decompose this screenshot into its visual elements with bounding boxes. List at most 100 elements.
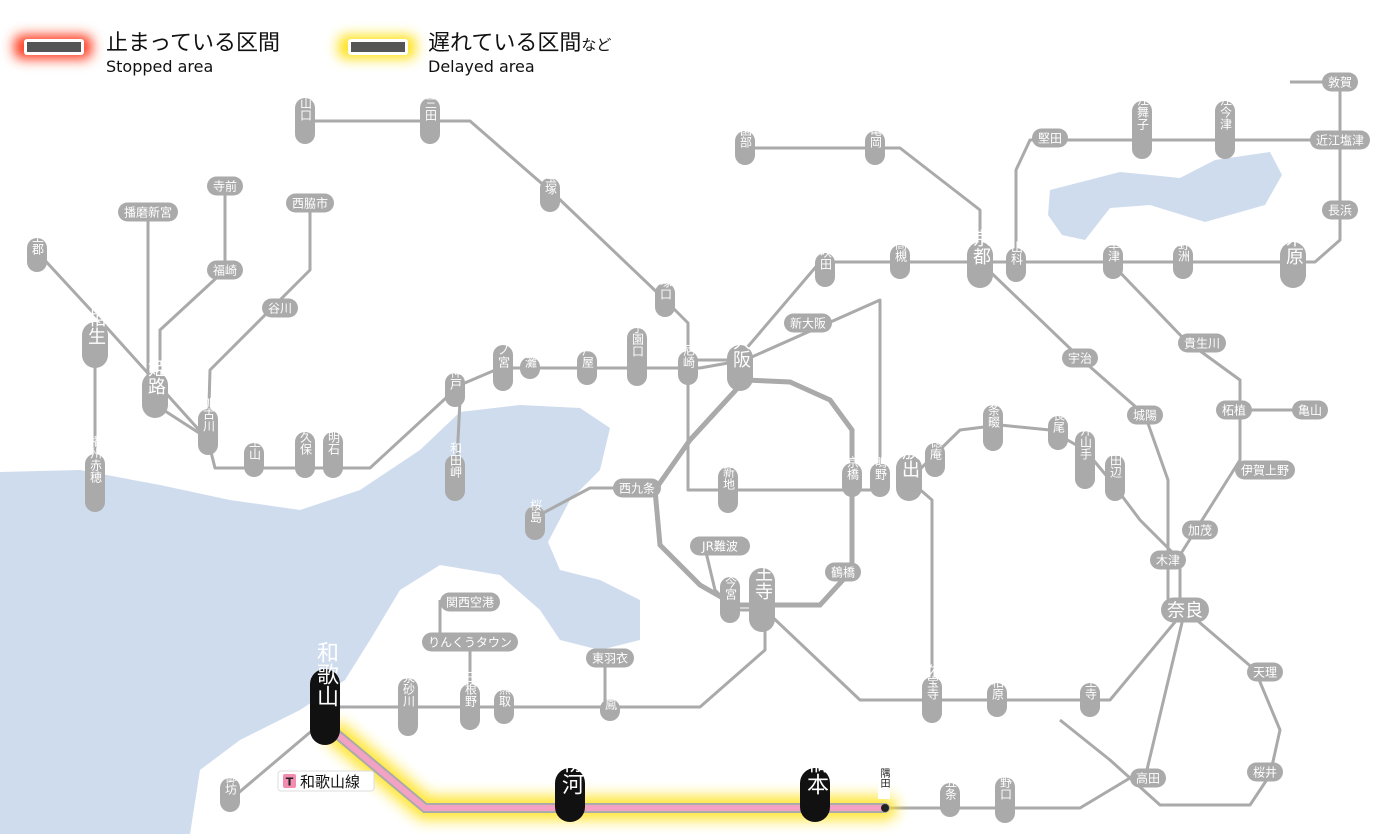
station-label: 神戸 — [449, 366, 463, 391]
station-pill — [1103, 245, 1123, 279]
stations: 篠山口新三田宝塚園部亀岡敦賀堅田近江舞子近江今津近江塩津長浜寺前播磨新宮西脇市上… — [27, 72, 1370, 823]
station-62: 天王寺 — [749, 546, 775, 632]
station-pill — [207, 260, 243, 280]
station-41: 宇治 — [1062, 348, 1098, 368]
station-label: 長尾 — [1052, 409, 1066, 433]
station-17: 相生 — [82, 309, 108, 368]
station-15: 福崎 — [207, 260, 243, 280]
line-code: T — [286, 776, 294, 789]
station-label: 芦屋 — [581, 344, 595, 369]
station-label: 木津 — [1156, 553, 1180, 567]
legend-stopped-subtitle: Stopped area — [106, 57, 213, 76]
station-label: 北新地 — [722, 454, 736, 490]
station-label: 鶴橋 — [831, 564, 855, 579]
station-label: 宇治 — [1068, 351, 1092, 365]
station-72: 熊取 — [494, 682, 514, 724]
station-pill — [1032, 128, 1068, 148]
station-29: 甲子園口 — [627, 309, 647, 386]
line-name: 和歌山線 — [300, 773, 360, 791]
station-pill — [1161, 597, 1209, 623]
station-16: 谷川 — [262, 298, 298, 318]
station-63: 鶴橋 — [825, 562, 861, 582]
station-label: 甲子園口 — [631, 309, 645, 357]
station-7: 近江舞子 — [1132, 82, 1152, 159]
station-pill — [865, 131, 885, 165]
station-56: 西九条 — [613, 478, 661, 498]
station-label: 和田岬 — [449, 442, 463, 478]
station-28: 芦屋 — [577, 344, 597, 385]
station-label: 長浜 — [1328, 203, 1352, 217]
station-label: 奈良 — [1167, 600, 1203, 621]
water-bodies — [0, 152, 1282, 834]
station-label: 大久保 — [299, 419, 313, 455]
station-pill — [525, 506, 545, 540]
station-label: 播磨新宮 — [124, 204, 172, 219]
station-26: 三ノ宮 — [493, 332, 513, 391]
station-pill — [1182, 520, 1218, 540]
station-82: 王寺 — [1080, 676, 1100, 717]
station-43: 柘植 — [1216, 400, 1252, 420]
station-pill — [842, 463, 862, 497]
station-44: 亀山 — [1292, 400, 1328, 420]
station-10: 長浜 — [1322, 200, 1358, 220]
station-27: 灘 — [520, 356, 540, 379]
station-pill — [627, 328, 647, 386]
station-pill — [890, 245, 910, 279]
station-label: 橋本 — [803, 751, 829, 795]
station-label: 粉河 — [558, 751, 584, 795]
legend-delayed-subtitle: Delayed area — [428, 57, 535, 76]
station-label: 西九条 — [619, 481, 655, 495]
station-label: 亀岡 — [869, 124, 883, 148]
station-66: 関西空港 — [440, 592, 500, 612]
station-pill — [1322, 72, 1358, 92]
station-pill — [870, 463, 890, 497]
station-54: 京橋 — [842, 456, 862, 497]
station-label: 土山 — [248, 436, 262, 460]
legend-delayed-title: 遅れている区間など — [428, 31, 611, 56]
station-pill — [896, 455, 922, 501]
station-75: 粉河 — [555, 751, 585, 822]
station-pill — [1080, 683, 1100, 717]
station-label: 灘 — [524, 356, 538, 368]
station-pill — [198, 409, 218, 455]
station-label: 西明石 — [327, 419, 341, 455]
station-1: 新三田 — [420, 84, 440, 144]
station-20: 土山 — [244, 436, 264, 477]
station-pill — [600, 699, 620, 721]
station-84: 久宝寺 — [922, 664, 942, 723]
station-9: 近江塩津 — [1310, 130, 1370, 150]
station-pill — [586, 648, 634, 668]
station-pill — [82, 322, 108, 368]
wakayama-line-fill — [335, 732, 888, 811]
station-label: 京田辺 — [1109, 442, 1123, 478]
station-label: 伊賀上野 — [1241, 463, 1289, 477]
station-pill — [440, 592, 500, 612]
station-pill — [922, 677, 942, 723]
station-label: 山科 — [1010, 241, 1024, 265]
station-label: 桜島 — [529, 499, 543, 524]
affected-line-badge: T 和歌山線 — [277, 770, 375, 792]
station-pill — [445, 455, 465, 501]
station-label: 五条 — [944, 776, 958, 800]
station-label: 三ノ宮 — [497, 332, 511, 368]
station-label: 加茂 — [1188, 523, 1212, 537]
station-pill — [323, 432, 343, 478]
station-pill — [295, 432, 315, 478]
station-pill — [310, 669, 340, 745]
station-pill — [555, 768, 585, 822]
osaka-loop-line — [652, 377, 855, 608]
station-label: 西脇市 — [292, 195, 328, 210]
station-label: 天王寺 — [752, 546, 773, 600]
station-pill — [1247, 662, 1283, 682]
station-pill — [540, 178, 560, 212]
legend-delayed: 遅れている区間など Delayed area — [338, 31, 611, 76]
station-pill — [1178, 333, 1226, 353]
station-pill — [1280, 242, 1306, 288]
station-69: 鳳 — [600, 698, 620, 721]
station-60: JR難波 — [690, 536, 750, 556]
station-pill — [720, 577, 740, 623]
station-label: 鴫野 — [874, 456, 888, 480]
station-pill — [613, 478, 661, 498]
station-label: りんくうタウン — [428, 635, 512, 649]
station-11: 寺前 — [207, 176, 243, 196]
